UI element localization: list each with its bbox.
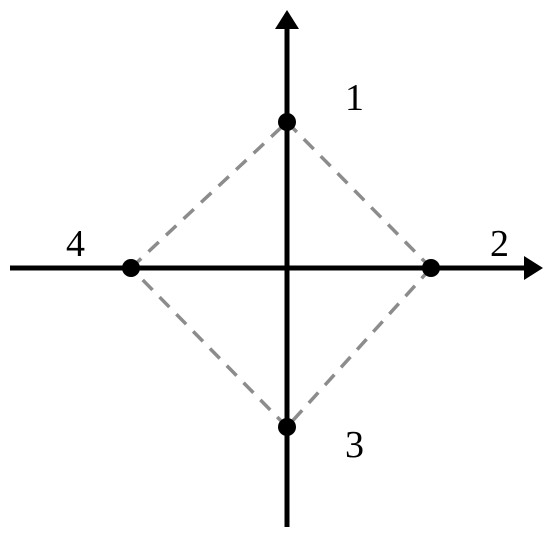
point-1-label: 1 <box>345 77 364 119</box>
point-3-label: 3 <box>345 424 364 466</box>
dashed-rhombus <box>129 120 433 429</box>
vertical-axis-arrowhead <box>275 10 299 29</box>
dashed-edge-1-2 <box>285 120 433 270</box>
dashed-edge-2-3 <box>285 266 433 429</box>
point-1 <box>278 113 296 131</box>
horizontal-axis-arrowhead <box>524 256 543 280</box>
point-4-label: 4 <box>66 223 85 265</box>
dashed-edge-3-4 <box>129 266 289 429</box>
point-3 <box>278 418 296 436</box>
point-2 <box>422 259 440 277</box>
dashed-edge-4-1 <box>129 120 289 270</box>
point-4 <box>122 259 140 277</box>
point-2-label: 2 <box>490 223 509 265</box>
